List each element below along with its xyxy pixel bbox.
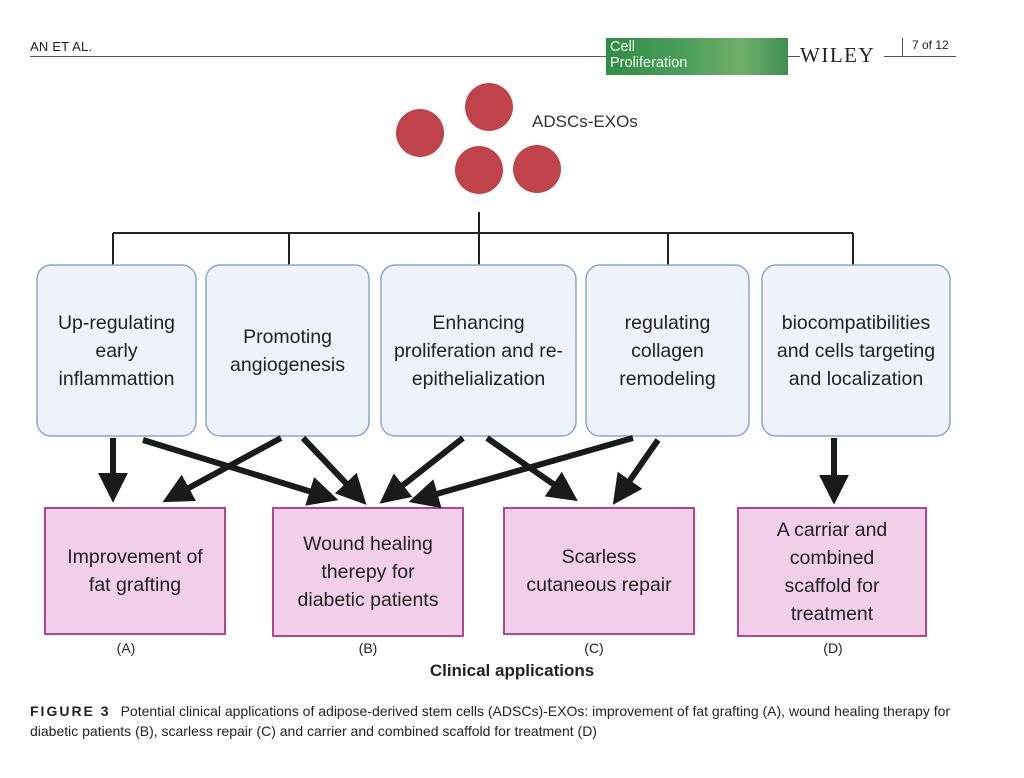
running-head-authors: AN ET AL. — [30, 39, 93, 54]
application-box — [503, 507, 695, 635]
exosome-label: ADSCs-EXOs — [532, 112, 638, 131]
panel-label-c: (C) — [584, 640, 604, 656]
journal-name-line2: Proliferation — [610, 55, 688, 71]
panel-label-d: (D) — [823, 640, 843, 656]
mechanism-proliferation-label: Enhancing proliferation and re-epithelia… — [393, 311, 564, 390]
arrows — [98, 435, 849, 509]
panel-label-a: (A) — [116, 640, 136, 656]
mechanism-box — [761, 264, 951, 437]
application-wound-healing-label: Wound healing therepy for diabetic patie… — [297, 533, 439, 611]
application-box — [737, 507, 927, 637]
arrow-2-to-A — [162, 435, 283, 503]
exosome-circle — [465, 83, 513, 131]
arrow-1-to-B — [142, 437, 339, 506]
mechanism-box — [205, 264, 370, 437]
mechanism-boxes — [36, 264, 951, 437]
header-rule-short — [788, 56, 800, 57]
header-tick — [902, 38, 903, 56]
application-fat-grafting-label: Improvement of fat grafting — [67, 546, 203, 596]
arrow-4-to-B — [408, 435, 634, 509]
exosome-circle — [455, 146, 503, 194]
header-rule-right — [884, 56, 956, 57]
application-boxes — [44, 507, 927, 637]
exosome-circle — [513, 145, 561, 193]
journal-name-line1: Cell — [610, 39, 635, 55]
publisher-logo: WILEY — [800, 43, 876, 67]
mechanism-collagen-label: regulating collagen remodeling — [619, 311, 716, 390]
mechanism-angiogenesis-label: Promoting angiogenesis — [230, 325, 345, 376]
caption-label: FIGURE 3 — [30, 703, 111, 719]
mechanism-inflammation-label: Up-regulating early inflammattion — [57, 311, 176, 390]
application-scaffold-label: A carriar and combined scaffold for trea… — [776, 519, 888, 625]
arrow-3-to-B — [379, 435, 465, 504]
mechanism-box — [36, 264, 197, 437]
arrow-2-to-B — [300, 435, 367, 505]
application-scarless-label: Scarless cutaneous repair — [526, 546, 672, 596]
figure-bottom-title: Clinical applications — [429, 661, 595, 680]
branch-connector — [112, 212, 854, 265]
mechanism-box — [585, 264, 750, 437]
caption-text: Potential clinical applications of adipo… — [30, 703, 951, 739]
mechanism-box — [380, 264, 577, 437]
arrow-4-to-C — [612, 438, 661, 505]
header-rule — [30, 56, 608, 57]
application-box — [44, 507, 226, 635]
page-number: 7 of 12 — [912, 38, 949, 52]
application-box — [272, 507, 464, 637]
mechanism-targeting-label: biocompatibilities and cells targeting a… — [776, 311, 936, 390]
exosome-circle — [396, 109, 444, 157]
panel-label-b: (B) — [358, 640, 378, 656]
journal-logo: Cell Proliferation — [606, 38, 788, 75]
